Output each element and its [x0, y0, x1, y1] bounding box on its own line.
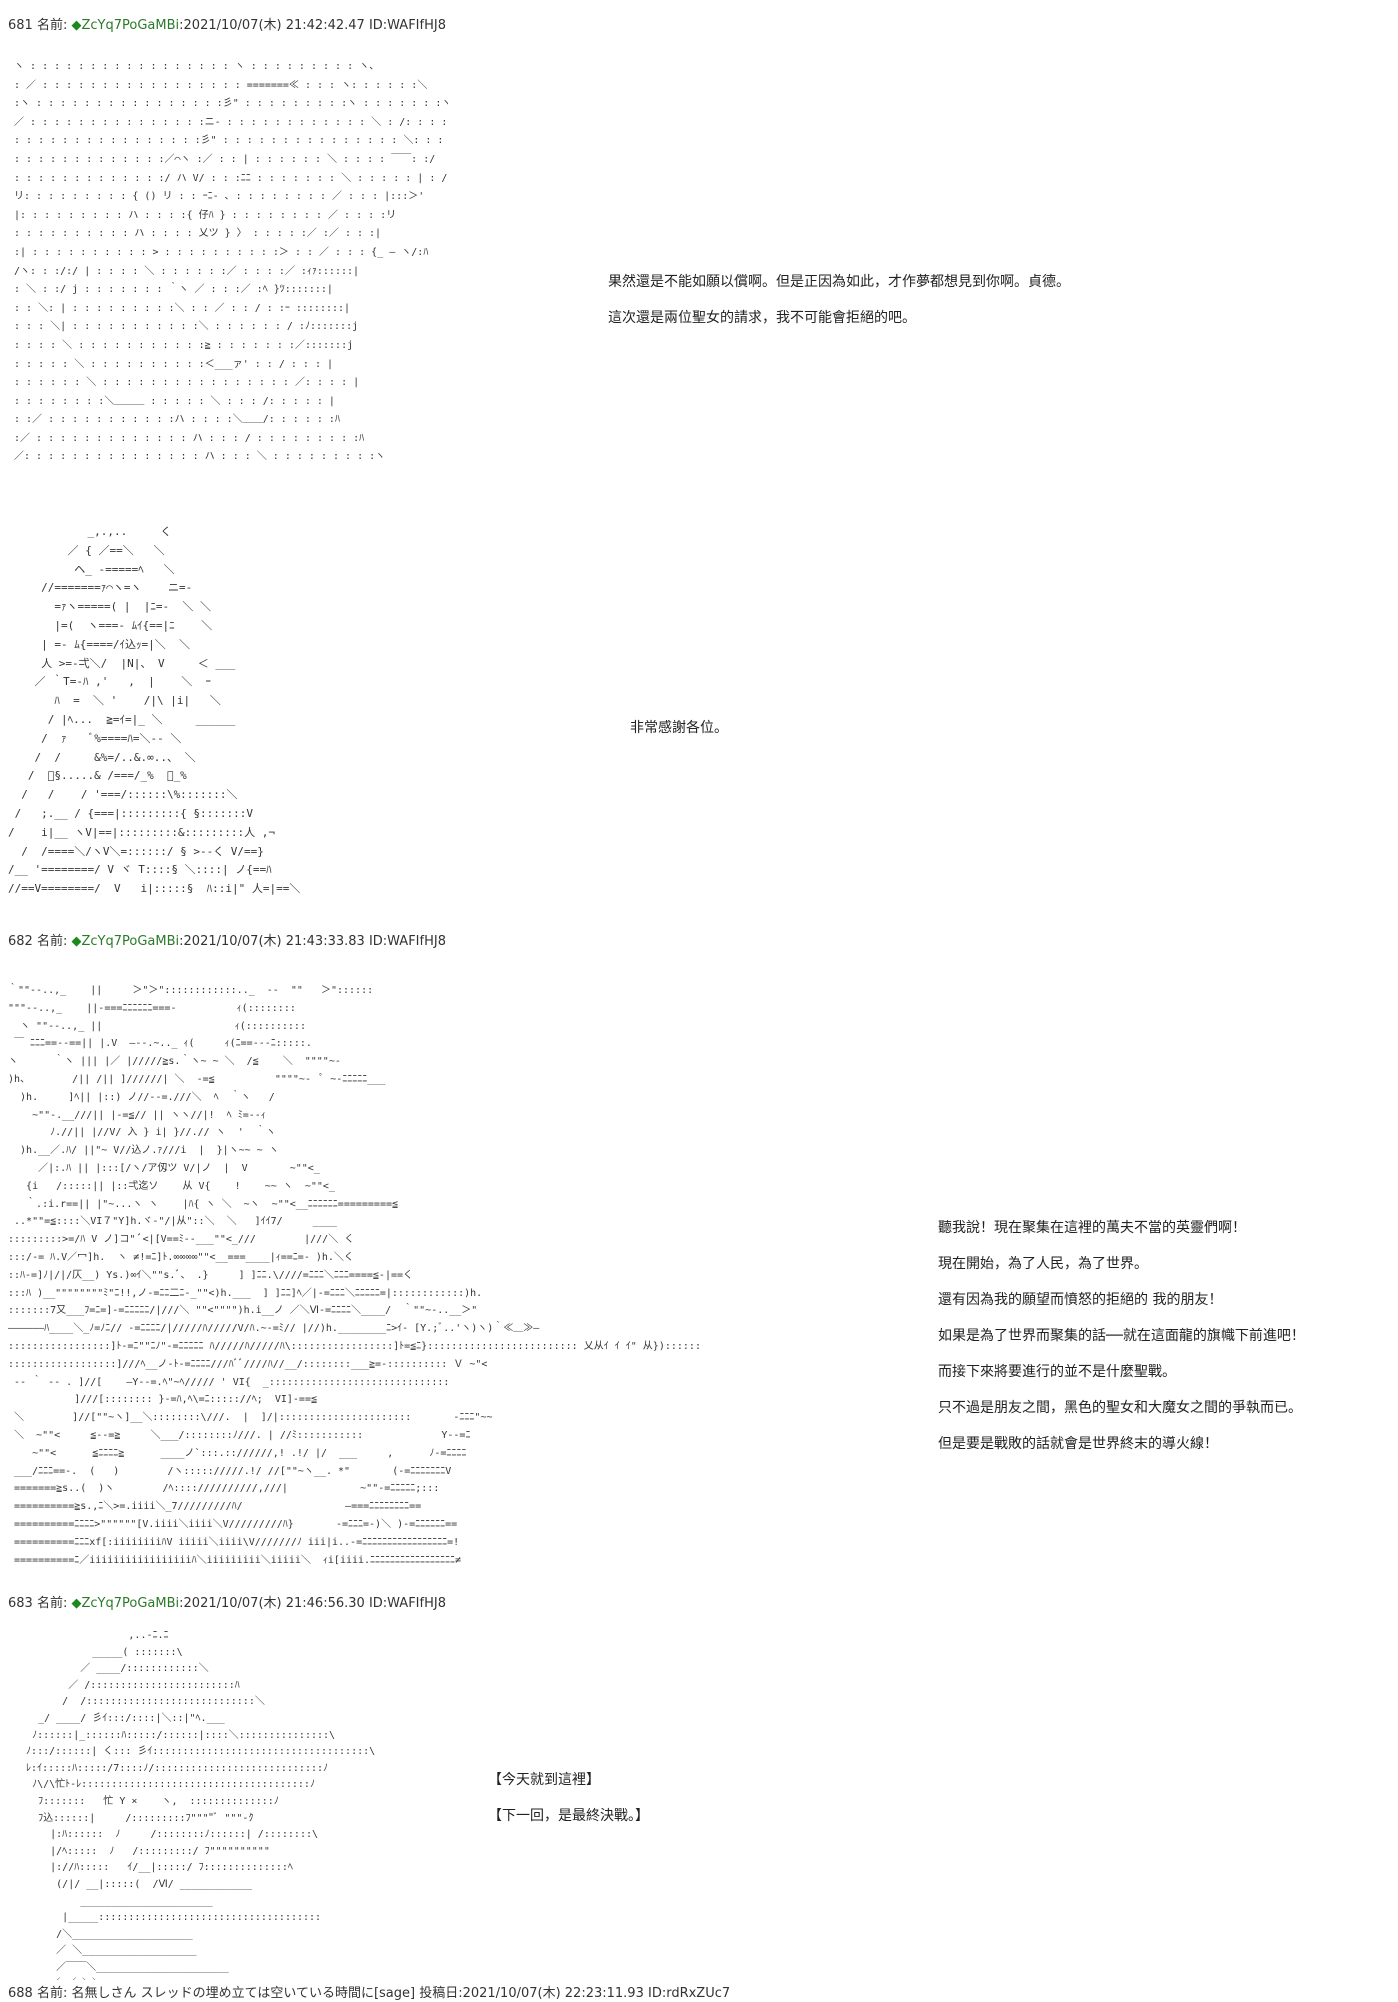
dialog-line: 只不過是朋友之間，黑色的聖女和大魔女之間的爭執而已。	[938, 1400, 1302, 1416]
name-label: 名前:	[36, 934, 68, 949]
dialog-line: 而接下來將要進行的並不是什麼聖戰。	[938, 1364, 1176, 1380]
next-post-header: 688 名前: 名無しさん スレッドの埋め立ては空いている時間に[sage] 投…	[8, 1986, 731, 2001]
poster-trip[interactable]: ZcYq7PoGaMBi	[81, 934, 180, 949]
dialog-681b: 非常感謝各位。	[630, 710, 728, 746]
dialog-line: 但是要是戰敗的話就會是世界終末的導火線！	[938, 1436, 1218, 1452]
dialog-line: 如果是為了世界而聚集的話──就在這面龍的旗幟下前進吧！	[938, 1328, 1305, 1344]
trip-diamond-icon: ◆	[71, 18, 82, 33]
ascii-art-682: ｀""--..,_ || ＞"＞"::::::::::::.._ -- "" ＞…	[8, 985, 701, 1566]
dialog-line: 果然還是不能如願以償啊。但是正因為如此，才作夢都想見到你啊。貞德。	[608, 274, 1070, 290]
ascii-art-681a: ヽ : : : : : : : : : : : : : : : : : ヽ : …	[14, 61, 448, 463]
dialog-line: 還有因為我的願望而憤怒的拒絕的 我的朋友！	[938, 1292, 1223, 1308]
post-date: :2021/10/07(木) 21:46:56.30	[179, 1596, 365, 1611]
post-header-683: 683 名前: ◆ZcYq7PoGaMBi:2021/10/07(木) 21:4…	[8, 1596, 446, 1612]
post-date: :2021/10/07(木) 21:42:42.47	[179, 18, 365, 33]
poster-trip[interactable]: ZcYq7PoGaMBi	[81, 1596, 180, 1611]
dialog-line: 【下一回，是最終決戰。】	[488, 1808, 649, 1824]
dialog-line: 【今天就到這裡】	[488, 1772, 600, 1788]
dialog-line: 非常感謝各位。	[630, 720, 728, 736]
dialog-line: 這次還是兩位聖女的請求，我不可能會拒絕的吧。	[608, 310, 916, 326]
dialog-line: 現在開始，為了人民，為了世界。	[938, 1256, 1148, 1272]
dialog-681a: 果然還是不能如願以償啊。但是正因為如此，才作夢都想見到你啊。貞德。 這次還是兩位…	[608, 264, 1070, 336]
ascii-art-681b: _,.,.. く ／ { ／==＼ ＼ ヘ_ -=====ﾍ ＼ //=====…	[8, 525, 301, 896]
post-date: :2021/10/07(木) 21:43:33.83	[179, 934, 365, 949]
trip-diamond-icon: ◆	[71, 1596, 82, 1611]
dialog-line: 聽我說！現在聚集在這裡的萬夫不當的英靈們啊！	[938, 1220, 1246, 1236]
trip-diamond-icon: ◆	[71, 934, 82, 949]
post-number: 683	[8, 1596, 33, 1611]
post-header-681: 681 名前: ◆ZcYq7PoGaMBi:2021/10/07(木) 21:4…	[8, 18, 446, 34]
poster-id[interactable]: ID:WAFIfHJ8	[368, 18, 446, 33]
post-header-682: 682 名前: ◆ZcYq7PoGaMBi:2021/10/07(木) 21:4…	[8, 934, 446, 950]
poster-trip[interactable]: ZcYq7PoGaMBi	[81, 18, 180, 33]
post-number: 682	[8, 934, 33, 949]
post-number: 681	[8, 18, 33, 33]
poster-id[interactable]: ID:WAFIfHJ8	[368, 934, 446, 949]
dialog-682: 聽我說！現在聚集在這裡的萬夫不當的英靈們啊！ 現在開始，為了人民，為了世界。 還…	[938, 1210, 1305, 1462]
dialog-683: 【今天就到這裡】 【下一回，是最終決戰。】	[488, 1762, 649, 1834]
name-label: 名前:	[36, 1596, 68, 1611]
name-label: 名前:	[36, 18, 68, 33]
ascii-art-683: ,..-ﾆ.ﾆ _____( :::::::\ ／ ____/:::::::::…	[26, 1630, 376, 1980]
poster-id[interactable]: ID:WAFIfHJ8	[368, 1596, 446, 1611]
